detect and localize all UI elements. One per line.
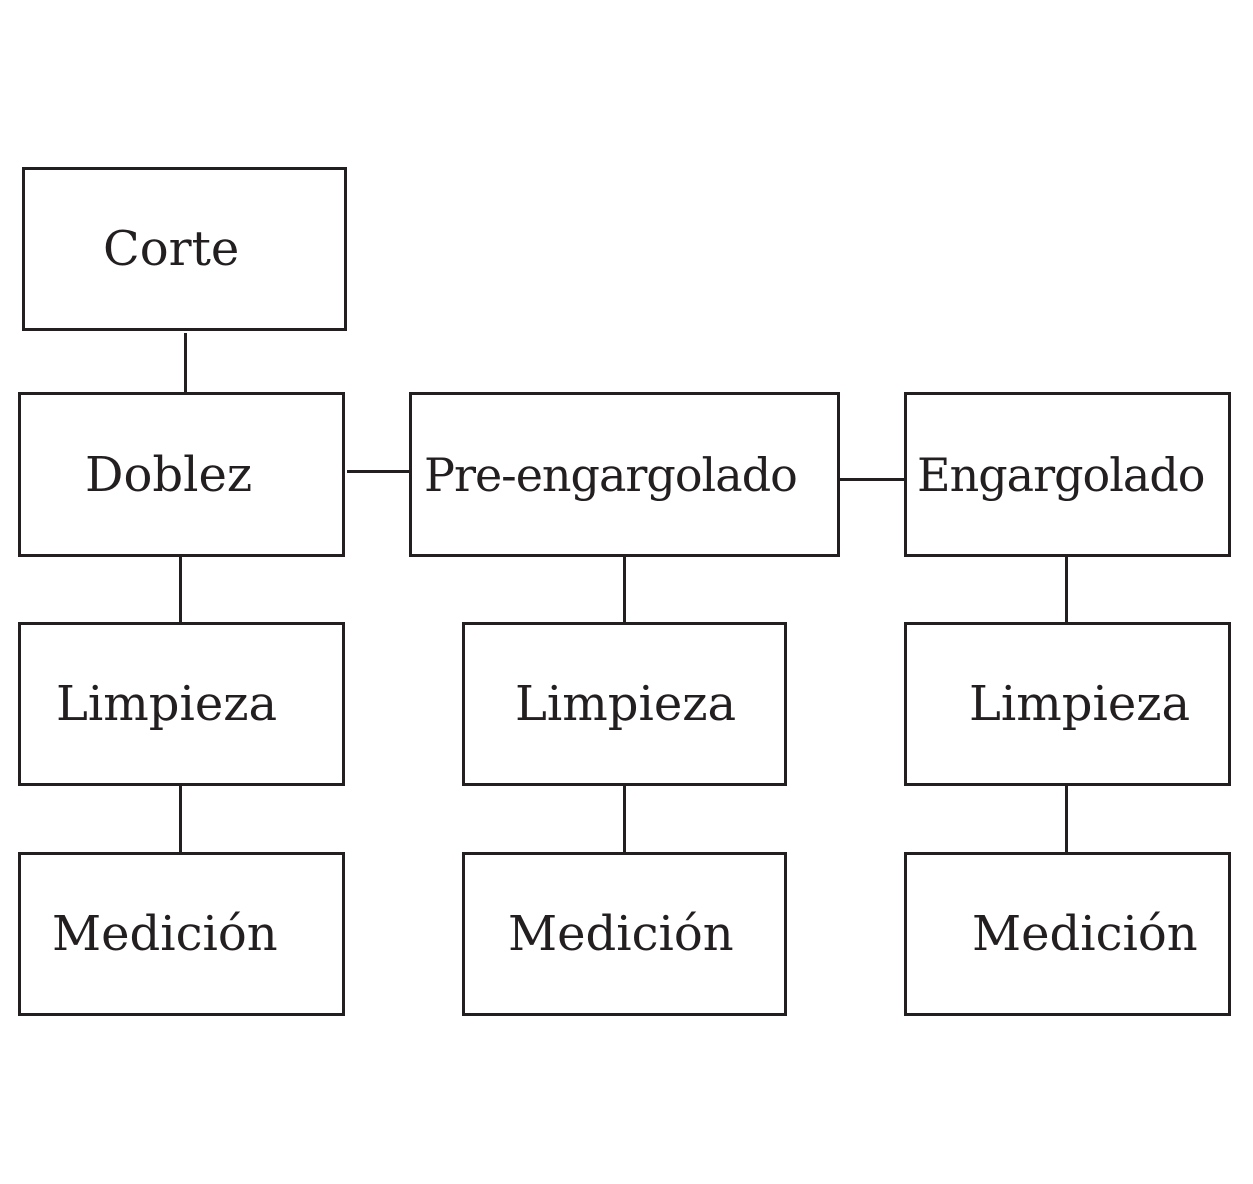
connector-limpieza-medicion-2 <box>623 786 626 852</box>
box-medicion-3: Medición <box>904 852 1231 1016</box>
box-engargolado-label: Engargolado <box>917 447 1205 502</box>
box-medicion-3-label: Medición <box>972 906 1198 962</box>
box-limpieza-2: Limpieza <box>462 622 787 786</box>
box-corte-label: Corte <box>103 221 240 277</box>
box-doblez: Doblez <box>18 392 345 557</box>
box-medicion-2: Medición <box>462 852 787 1016</box>
connector-pre-engargolado-engargolado <box>840 478 904 481</box>
box-engargolado: Engargolado <box>904 392 1231 557</box>
box-medicion-1-label: Medición <box>52 906 278 962</box>
connector-engargolado-limpieza <box>1065 557 1068 622</box>
connector-doblez-limpieza <box>179 557 182 622</box>
box-medicion-1: Medición <box>18 852 345 1016</box>
connector-pre-engargolado-limpieza <box>623 557 626 622</box>
connector-doblez-pre-engargolado <box>347 470 409 473</box>
box-limpieza-1: Limpieza <box>18 622 345 786</box>
connector-limpieza-medicion-1 <box>179 786 182 852</box>
box-corte: Corte <box>22 167 347 331</box>
box-medicion-2-label: Medición <box>508 906 734 962</box>
box-pre-engargolado: Pre-engargolado <box>409 392 840 557</box>
box-pre-engargolado-label: Pre-engargolado <box>424 447 798 502</box>
box-limpieza-2-label: Limpieza <box>515 676 737 732</box>
connector-limpieza-medicion-3 <box>1065 786 1068 852</box>
box-limpieza-1-label: Limpieza <box>56 676 278 732</box>
box-doblez-label: Doblez <box>85 446 253 503</box>
box-limpieza-3: Limpieza <box>904 622 1231 786</box>
box-limpieza-3-label: Limpieza <box>969 676 1191 732</box>
connector-corte-doblez <box>184 333 187 392</box>
